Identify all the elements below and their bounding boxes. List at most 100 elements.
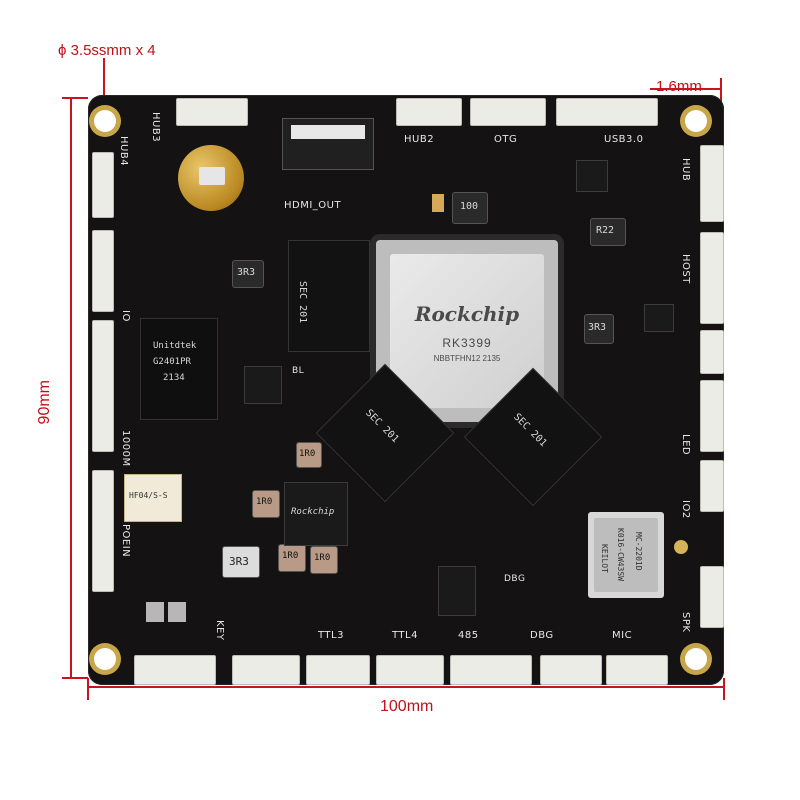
inductor-1r0-d-text: 1R0 [299,449,316,459]
label-hub2: HUB2 [404,134,435,145]
connector-io2[interactable] [700,460,724,512]
height-tick-top [62,97,88,99]
hole-spec-label: ϕ 3.5ssmm x 4 [58,42,156,59]
label-485: 485 [458,630,479,641]
connector-led[interactable] [700,380,724,452]
label-otg: OTG [494,134,518,145]
wifi-model: K016-CW43SW [616,528,625,581]
connector-eth[interactable] [92,320,114,452]
label-dbg-bottom: DBG [530,630,554,641]
inductor-1r0-c-text: 1R0 [314,553,331,563]
connector-host[interactable] [700,232,724,324]
relay-code: HF04/S-S [129,491,168,500]
power-ic [644,304,674,332]
width-tick-left [87,678,89,700]
inductor-3r3-a-text: 3R3 [237,267,256,278]
inductor-3r3-b: 3R3 [584,314,614,344]
connector-io[interactable] [92,230,114,312]
connector-dbg[interactable] [450,655,532,685]
connector-hub2[interactable] [396,98,462,126]
eth-brand: Unitdtek [153,341,197,351]
usb-hub-chip [576,160,608,192]
connector-io-right[interactable] [700,330,724,374]
label-poe: POEIN [120,524,131,558]
label-io2: IO2 [680,500,691,519]
label-ttl3: TTL3 [318,630,344,641]
width-tick-right [723,678,725,700]
connector-key[interactable] [134,655,216,685]
capacitor-a [146,602,164,622]
ram-left-code: SEC 201 [363,407,401,446]
ethernet-phy-chip [244,366,282,404]
wifi-id: MC-2201D [634,532,643,571]
wifi-shield: KEILOT K016-CW43SW MC-2201D [594,518,658,592]
thickness-tick [720,78,722,108]
pmu-brand: Rockchip [291,507,335,517]
inductor-100-text: 100 [460,201,479,212]
height-tick-bottom [62,677,88,679]
connector-hub3[interactable] [176,98,248,126]
connector-spk[interactable] [700,566,724,628]
pmu-chip: Rockchip [284,482,348,546]
eth-date: 2134 [163,373,185,383]
capacitor-b [168,602,186,622]
label-eth: 1000M [120,430,131,467]
mount-hole-bottom-left [94,648,116,670]
thickness-label: 1.6mm [656,78,702,95]
inductor-r22-text: R22 [596,225,615,236]
label-host: HOST [680,254,691,284]
label-hub: HUB [680,158,691,182]
connector-otg[interactable] [470,98,546,126]
label-mic: MIC [612,630,633,641]
connector-spk-bottom[interactable] [606,655,668,685]
label-spk: SPK [680,612,691,633]
label-hub3: HUB3 [150,112,161,143]
soc-brand: Rockchip [414,302,520,326]
inductor-1r0-b: 1R0 [278,544,306,572]
connector-ttl4[interactable] [306,655,370,685]
mount-hole-bottom-right [685,648,707,670]
connector-ttl3[interactable] [232,655,300,685]
wifi-code: KEILOT [600,544,609,573]
width-line [88,686,724,688]
connector-mic[interactable] [540,655,602,685]
audio-codec-chip [438,566,476,616]
connector-hub[interactable] [700,145,724,222]
label-io: IO [120,310,131,322]
inductor-3r3-a: 3R3 [232,260,264,288]
inductor-1r0-c: 1R0 [310,546,338,574]
ethernet-transformer: Unitdtek G2401PR 2134 [140,318,218,420]
label-key: KEY [214,620,225,641]
soc-model: RK3399 [442,336,492,350]
inductor-3r3-c-text: 3R3 [229,555,249,568]
capacitor-c [432,194,444,212]
thickness-line [650,88,720,90]
emmc-chip: SEC 201 [288,240,370,352]
hole-leader-line [103,58,105,110]
width-label: 100mm [380,698,434,715]
inductor-3r3-c: 3R3 [222,546,260,578]
hdmi-port[interactable] [282,118,374,170]
connector-poe[interactable] [92,470,114,592]
label-usb3: USB3.0 [604,134,644,145]
soc-code: NBBTFHN12 2135 [433,354,501,363]
label-ttl4: TTL4 [392,630,418,641]
inductor-100: 100 [452,192,488,224]
inductor-1r0-a: 1R0 [252,490,280,518]
eth-code: G2401PR [153,357,191,367]
relay: HF04/S-S [124,474,182,522]
connector-hub4[interactable] [92,152,114,218]
label-hdmi-out: HDMI_OUT [284,200,342,211]
wifi-module: KEILOT K016-CW43SW MC-2201D [588,512,664,598]
emmc-code: SEC 201 [297,281,308,324]
connector-485[interactable] [376,655,444,685]
label-led: LED [680,434,691,456]
antenna-connector[interactable] [674,540,688,554]
height-label: 90mm [36,380,53,425]
inductor-r22: R22 [590,218,626,246]
connector-usb3[interactable] [556,98,658,126]
inductor-3r3-b-text: 3R3 [588,322,607,333]
inductor-1r0-b-text: 1R0 [282,551,299,561]
mount-hole-top-right [685,110,707,132]
inductor-1r0-a-text: 1R0 [256,497,273,507]
